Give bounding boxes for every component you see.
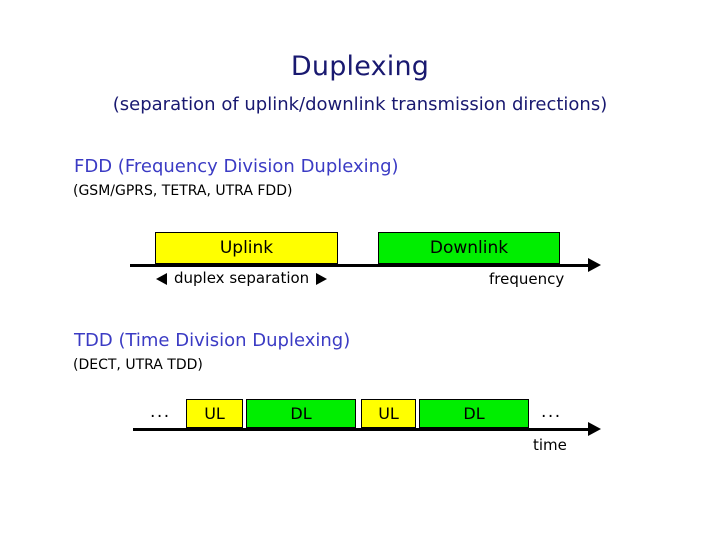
tdd-block-dl-2-label: DL xyxy=(463,403,485,423)
tdd-block-ul-2-label: UL xyxy=(378,403,399,423)
arrow-left-icon xyxy=(156,272,167,285)
fdd-block-uplink-label: Uplink xyxy=(219,237,274,258)
tdd-trailing-ellipsis: ... xyxy=(541,402,562,422)
fdd-examples: (GSM/GPRS, TETRA, UTRA FDD) xyxy=(73,183,293,199)
tdd-block-ul-1-label: UL xyxy=(204,403,225,423)
fdd-block-downlink[interactable]: Downlink xyxy=(378,232,560,264)
tdd-block-ul-2[interactable]: UL xyxy=(361,399,416,428)
fdd-heading: FDD (Frequency Division Duplexing) xyxy=(74,156,399,177)
tdd-leading-ellipsis: ... xyxy=(150,402,171,422)
slide-subtitle: (separation of uplink/downlink transmiss… xyxy=(112,94,608,115)
tdd-block-dl-2[interactable]: DL xyxy=(419,399,529,428)
slide-title: Duplexing xyxy=(290,51,430,82)
arrow-right-icon xyxy=(316,272,328,285)
tdd-axis-arrowhead xyxy=(588,422,601,436)
tdd-examples: (DECT, UTRA TDD) xyxy=(73,357,203,373)
fdd-axis-label: frequency xyxy=(489,270,565,288)
duplex-separation-measure: duplex separation xyxy=(156,269,328,287)
fdd-axis-arrowhead xyxy=(588,258,601,272)
fdd-axis-line xyxy=(130,264,589,267)
duplex-separation-label: duplex separation xyxy=(174,269,310,287)
fdd-block-downlink-label: Downlink xyxy=(429,237,509,258)
tdd-heading: TDD (Time Division Duplexing) xyxy=(74,330,351,351)
tdd-axis-label: time xyxy=(533,436,567,454)
fdd-block-uplink[interactable]: Uplink xyxy=(155,232,338,264)
tdd-block-dl-1-label: DL xyxy=(290,403,312,423)
tdd-block-dl-1[interactable]: DL xyxy=(246,399,356,428)
tdd-block-ul-1[interactable]: UL xyxy=(186,399,243,428)
tdd-axis-line xyxy=(133,428,589,431)
